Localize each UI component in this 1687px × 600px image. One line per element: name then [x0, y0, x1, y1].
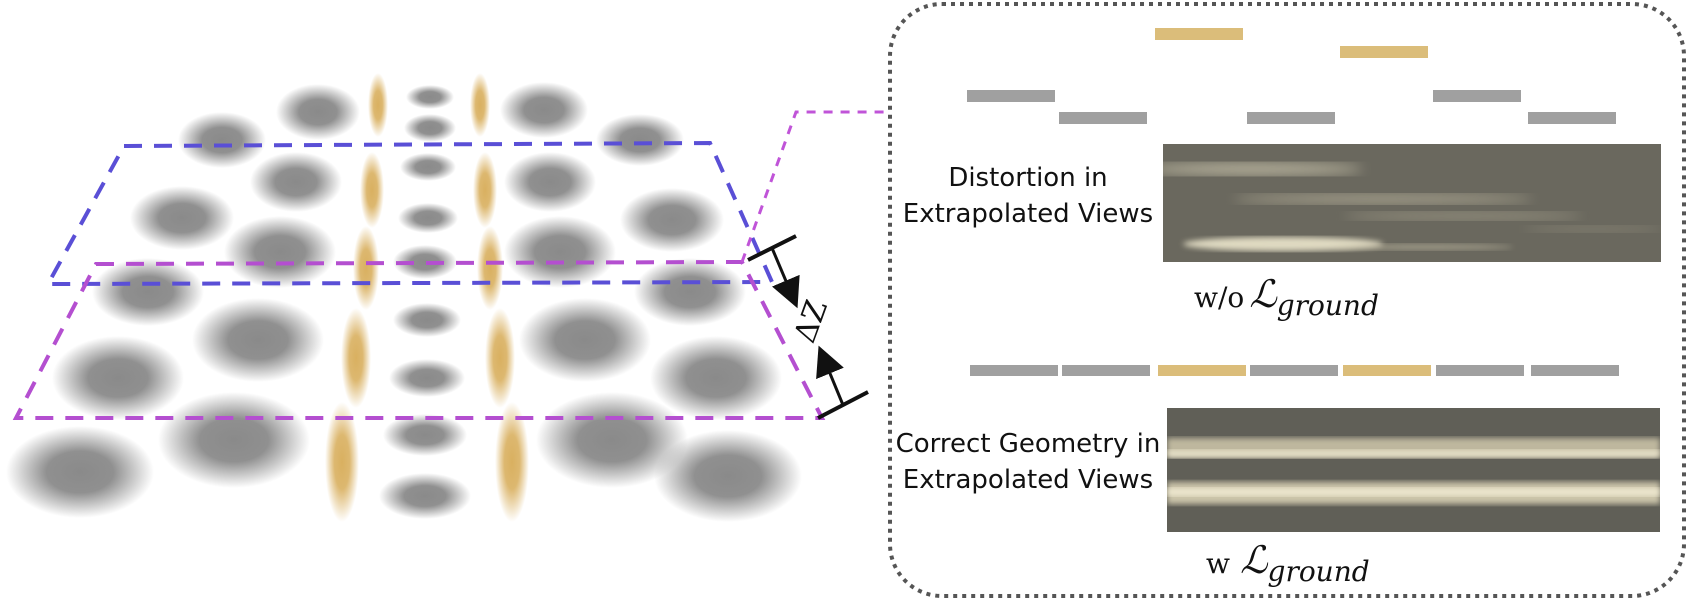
- distortion-label-line1: Distortion in: [948, 163, 1108, 193]
- zoom-connector: [740, 110, 888, 263]
- correct-label-line2: Extrapolated Views: [902, 465, 1154, 495]
- bar-bottom-6: [1436, 365, 1524, 376]
- bar-bottom-3: [1158, 365, 1246, 376]
- with-prefix: w: [1206, 547, 1230, 580]
- without-prefix: w/o: [1194, 281, 1245, 314]
- loss-subscript: ground: [1276, 289, 1379, 322]
- gaussian-splat-field: [6, 73, 802, 522]
- delta-z-measure: [747, 234, 869, 420]
- correct-geometry-label: Correct Geometry in Extrapolated Views: [892, 426, 1164, 498]
- bar-bottom-1: [970, 365, 1058, 376]
- bar-bottom-4: [1250, 365, 1338, 376]
- bar-bottom-7: [1531, 365, 1619, 376]
- distortion-label-line2: Extrapolated Views: [902, 199, 1154, 229]
- distortion-label: Distortion in Extrapolated Views: [898, 160, 1158, 232]
- without-loss-label: w/o ℒground: [1194, 272, 1379, 322]
- bars-misaligned: [967, 28, 1616, 124]
- bar-top-7: [1528, 112, 1616, 124]
- bars-aligned: [970, 365, 1619, 376]
- with-loss-label: w ℒground: [1206, 538, 1370, 588]
- loss-symbol-2: ℒ: [1240, 538, 1268, 582]
- bar-top-2: [1059, 112, 1147, 124]
- correct-view-image: [1167, 408, 1660, 532]
- bar-top-1: [967, 90, 1055, 102]
- upper-ground-plane: [44, 140, 776, 287]
- bar-top-3: [1155, 28, 1243, 40]
- bar-bottom-5: [1343, 365, 1431, 376]
- bar-top-4: [1247, 112, 1335, 124]
- bar-top-5: [1340, 46, 1428, 58]
- correct-label-line1: Correct Geometry in: [895, 429, 1161, 459]
- zoom-panel: [888, 2, 1686, 598]
- loss-symbol: ℒ: [1249, 272, 1277, 316]
- distorted-view-image: [1163, 144, 1661, 262]
- loss-subscript-2: ground: [1267, 555, 1370, 588]
- bar-top-6: [1433, 90, 1521, 102]
- bar-bottom-2: [1062, 365, 1150, 376]
